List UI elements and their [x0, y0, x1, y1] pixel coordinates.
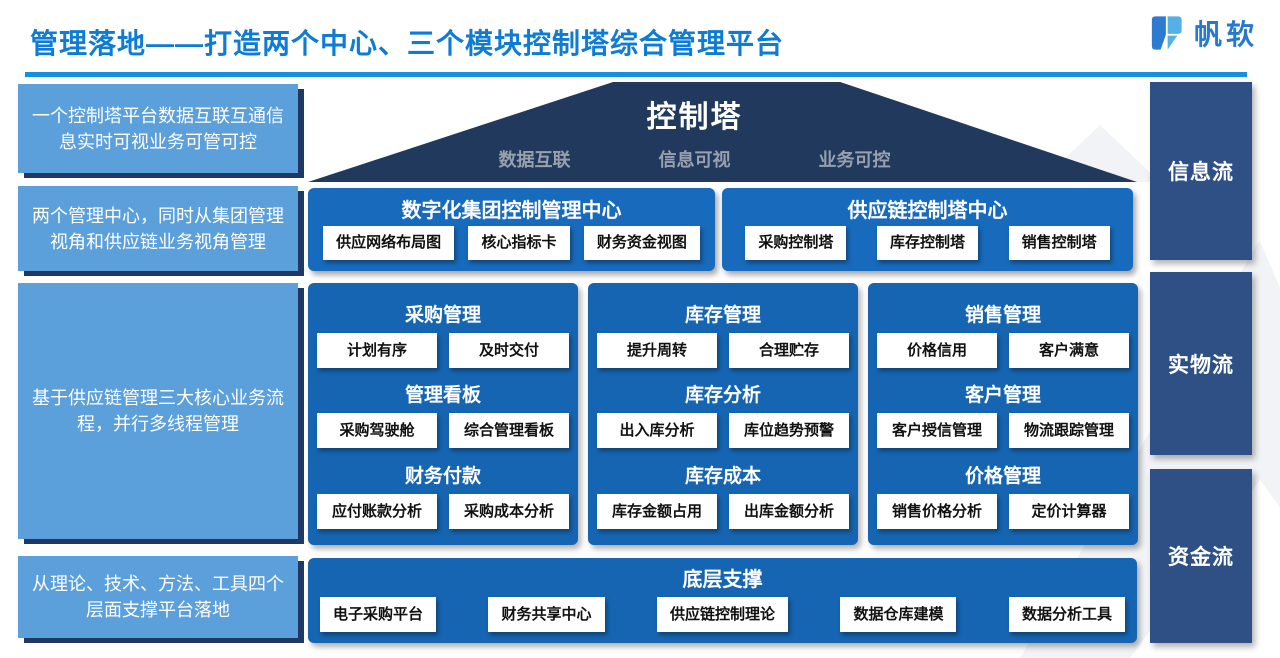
group-inventory-cost: 库存成本 库存金额占用 出库金额分析: [588, 461, 858, 529]
group-chips: 采购驾驶舱 综合管理看板: [308, 413, 578, 448]
center-supply-chain-tower: 供应链控制塔中心 采购控制塔 库存控制塔 销售控制塔: [722, 188, 1133, 271]
logo: 帆软: [1144, 12, 1258, 54]
chip-procurement-cockpit: 采购驾驶舱: [317, 413, 437, 448]
chip-core-kpi-card: 核心指标卡: [468, 226, 570, 260]
group-chips: 出入库分析 库位趋势预警: [588, 413, 858, 448]
group-finance-payment: 财务付款 应付账款分析 采购成本分析: [308, 461, 578, 529]
chip-comprehensive-kanban: 综合管理看板: [449, 413, 569, 448]
control-tower-roof: 控制塔 数据互联 信息可视 业务可控: [308, 82, 1137, 182]
roof-subtitle-info: 信息可视: [658, 150, 731, 170]
chip-outbound-amount-analysis: 出库金额分析: [729, 493, 849, 529]
group-title: 采购管理: [404, 304, 481, 326]
roof-subtitles: 数据互联 信息可视 业务可控: [308, 146, 1081, 172]
note-two-centers: 两个管理中心，同时从集团管理视角和供应链业务视角管理: [18, 186, 298, 271]
center-group-control: 数字化集团控制管理中心 供应网络布局图 核心指标卡 财务资金视图: [308, 188, 715, 271]
chip-inventory-amount-occupied: 库存金额占用: [597, 493, 717, 529]
chip-customer-credit-mgmt: 客户授信管理: [877, 413, 997, 448]
note-three-processes: 基于供应链管理三大核心业务流程，并行多线程管理: [18, 283, 298, 539]
center-group-control-title: 数字化集团控制管理中心: [401, 200, 622, 222]
chip-planned-order: 计划有序: [317, 332, 437, 368]
group-chips: 销售价格分析 定价计算器: [868, 493, 1138, 529]
chip-improve-turnover: 提升周转: [597, 332, 717, 368]
module-panel-inventory: 库存管理 提升周转 合理贮存 库存分析 出入库分析 库位趋势预警 库存成本 库存…: [588, 283, 858, 545]
chip-payable-analysis: 应付账款分析: [317, 493, 437, 529]
chip-finance-shared-center: 财务共享中心: [488, 596, 605, 632]
chip-e-procurement-platform: 电子采购平台: [320, 596, 437, 632]
module-panel-sales: 销售管理 价格信用 客户满意 客户管理 客户授信管理 物流跟踪管理 价格管理 销…: [868, 283, 1138, 545]
chip-pricing-calculator: 定价计算器: [1009, 493, 1129, 529]
chip-procurement-cost-analysis: 采购成本分析: [449, 493, 569, 529]
chip-finance-capital-view: 财务资金视图: [583, 226, 700, 260]
group-title: 价格管理: [964, 465, 1041, 487]
center-group-control-chips: 供应网络布局图 核心指标卡 财务资金视图: [308, 223, 715, 271]
foundation-chips: 电子采购平台 财务共享中心 供应链控制理论 数据仓库建模 数据分析工具: [308, 592, 1137, 643]
chip-location-trend-alert: 库位趋势预警: [729, 413, 849, 448]
chip-customer-satisfaction: 客户满意: [1009, 332, 1129, 368]
group-title: 销售管理: [964, 304, 1041, 326]
roof-subtitle-data: 数据互联: [498, 150, 571, 170]
group-inventory-mgmt: 库存管理 提升周转 合理贮存: [588, 300, 858, 368]
chip-data-warehouse-modeling: 数据仓库建模: [840, 596, 957, 632]
chip-inventory-tower: 库存控制塔: [876, 226, 978, 260]
chip-sales-tower: 销售控制塔: [1008, 226, 1110, 260]
foundation-title: 底层支撑: [682, 569, 763, 591]
logo-text: 帆软: [1193, 19, 1258, 50]
title-underline: [25, 72, 1247, 77]
group-inventory-analysis: 库存分析 出入库分析 库位趋势预警: [588, 380, 858, 448]
group-price-mgmt: 价格管理 销售价格分析 定价计算器: [868, 461, 1138, 529]
chip-supply-network-map: 供应网络布局图: [323, 226, 455, 260]
chip-in-out-analysis: 出入库分析: [597, 413, 717, 448]
chip-procurement-tower: 采购控制塔: [745, 226, 847, 260]
group-chips: 提升周转 合理贮存: [588, 332, 858, 368]
group-chips: 客户授信管理 物流跟踪管理: [868, 413, 1138, 448]
chip-on-time-delivery: 及时交付: [449, 332, 569, 368]
group-customer-mgmt: 客户管理 客户授信管理 物流跟踪管理: [868, 380, 1138, 448]
chip-data-analysis-tools: 数据分析工具: [1008, 596, 1125, 632]
flow-physical: 实物流: [1150, 272, 1252, 455]
note-one-control-tower: 一个控制塔平台数据互联互通信息实时可视业务可管可控: [18, 84, 298, 173]
group-procurement-mgmt: 采购管理 计划有序 及时交付: [308, 300, 578, 368]
foundation-panel: 底层支撑 电子采购平台 财务共享中心 供应链控制理论 数据仓库建模 数据分析工具: [308, 558, 1137, 643]
group-chips: 应付账款分析 采购成本分析: [308, 493, 578, 529]
note-four-layers: 从理论、技术、方法、工具四个层面支撑平台落地: [18, 556, 298, 638]
group-title: 财务付款: [404, 465, 481, 487]
chip-logistics-tracking-mgmt: 物流跟踪管理: [1009, 413, 1129, 448]
chip-supply-chain-control-theory: 供应链控制理论: [656, 596, 788, 632]
group-chips: 库存金额占用 出库金额分析: [588, 493, 858, 529]
module-panel-procurement: 采购管理 计划有序 及时交付 管理看板 采购驾驶舱 综合管理看板 财务付款 应付…: [308, 283, 578, 545]
group-title: 库存管理: [684, 304, 761, 326]
group-title: 客户管理: [964, 385, 1041, 406]
flow-capital: 资金流: [1150, 469, 1252, 643]
roof-title: 控制塔: [646, 101, 743, 134]
group-mgmt-kanban: 管理看板 采购驾驶舱 综合管理看板: [308, 380, 578, 448]
center-supply-chain-tower-chips: 采购控制塔 库存控制塔 销售控制塔: [722, 223, 1133, 271]
chip-reasonable-storage: 合理贮存: [729, 332, 849, 368]
page-title: 管理落地——打造两个中心、三个模块控制塔综合管理平台: [30, 28, 785, 59]
chip-price-credit: 价格信用: [877, 332, 997, 368]
chip-sales-price-analysis: 销售价格分析: [877, 493, 997, 529]
roof-subtitle-business: 业务可控: [818, 150, 891, 170]
flow-information: 信息流: [1150, 82, 1252, 260]
group-chips: 计划有序 及时交付: [308, 332, 578, 368]
center-supply-chain-tower-title: 供应链控制塔中心: [847, 200, 1008, 222]
group-sales-mgmt: 销售管理 价格信用 客户满意: [868, 300, 1138, 368]
fanruan-logo-icon: [1144, 12, 1186, 54]
group-title: 管理看板: [404, 385, 481, 406]
group-title: 库存分析: [684, 385, 761, 406]
group-title: 库存成本: [684, 465, 761, 487]
group-chips: 价格信用 客户满意: [868, 332, 1138, 368]
